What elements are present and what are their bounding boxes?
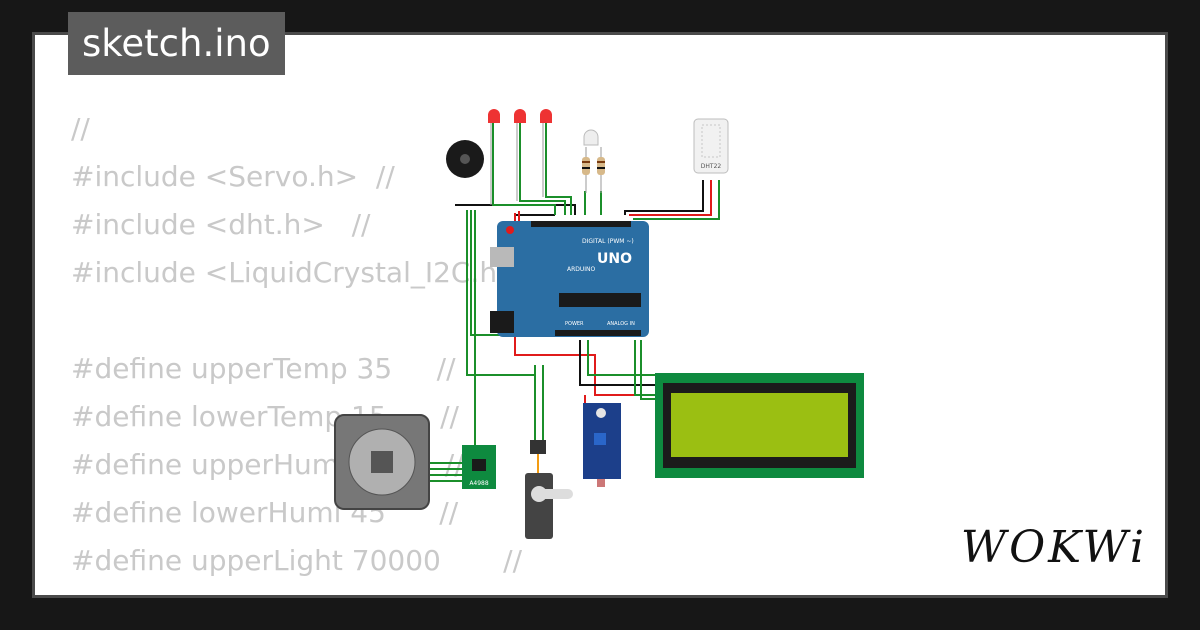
file-tab[interactable]: sketch.ino bbox=[68, 12, 285, 75]
led-red-1 bbox=[488, 109, 500, 205]
driver-label: A4988 bbox=[469, 480, 489, 487]
digital-header-label: DIGITAL (PWM ~) bbox=[582, 238, 634, 245]
power-label: POWER bbox=[565, 321, 584, 327]
resistor-2 bbox=[597, 147, 605, 193]
wokwi-logo: WOKWi bbox=[960, 522, 1147, 573]
led-red-2 bbox=[514, 109, 526, 201]
code-line: #define upperLight 70000 // bbox=[71, 544, 523, 577]
code-line: #define upperTemp 35 // bbox=[71, 352, 456, 385]
a4988-driver: A4988 bbox=[462, 445, 496, 489]
code-line: // bbox=[71, 112, 90, 145]
stepper-motor bbox=[334, 414, 430, 510]
arduino-sub-label: ARDUINO bbox=[567, 266, 596, 273]
arduino-brand-label: UNO bbox=[597, 251, 632, 267]
dht22-label: DHT22 bbox=[701, 163, 722, 170]
servo-motor bbox=[525, 440, 573, 539]
code-line: #include <Servo.h> // bbox=[71, 160, 395, 193]
code-line: #define lowerHumi 45 // bbox=[71, 496, 459, 529]
code-line: #define lowerLight 30000 // bbox=[71, 585, 522, 595]
buzzer bbox=[446, 140, 484, 178]
dht22-sensor: DHT22 bbox=[693, 118, 729, 174]
circuit-diagram: DHT22 DIGITAL (PWM ~) UNO ARDUINO POWER … bbox=[334, 109, 864, 539]
code-line: #define lowerTemp 15 // bbox=[71, 400, 459, 433]
arduino-uno: DIGITAL (PWM ~) UNO ARDUINO POWER ANALOG… bbox=[490, 221, 649, 337]
code-line: #include <dht.h> // bbox=[71, 208, 371, 241]
led-white bbox=[583, 129, 599, 146]
led-red-3 bbox=[540, 109, 552, 197]
lcd-display bbox=[655, 373, 864, 478]
resistor-1 bbox=[582, 147, 590, 193]
analog-label: ANALOG IN bbox=[607, 321, 635, 327]
light-sensor-module bbox=[583, 403, 621, 487]
preview-card: // #include <Servo.h> // #include <dht.h> … bbox=[32, 32, 1168, 598]
